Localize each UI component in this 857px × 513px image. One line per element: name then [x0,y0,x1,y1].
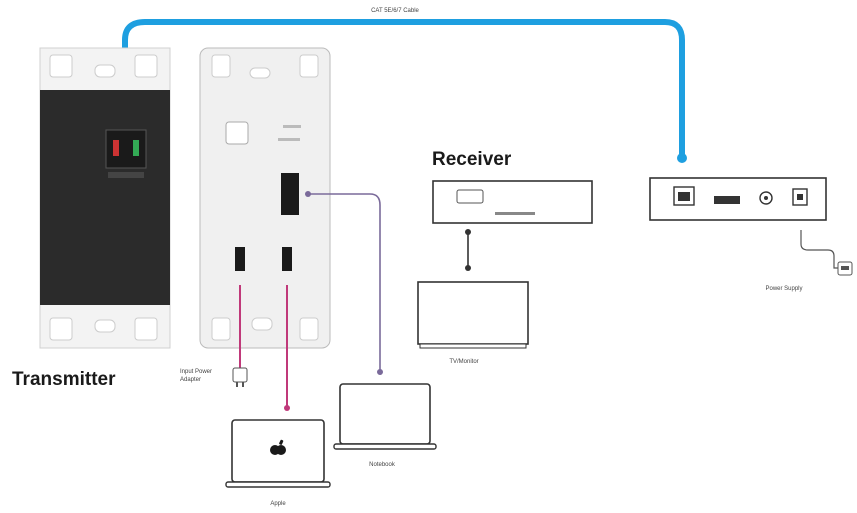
apple-label: Apple [270,501,286,507]
input-power-adapter-label-line1: Input Power [180,369,212,375]
tv-monitor [417,281,529,349]
cat-cable-end-dot [677,153,687,163]
transmitter-back-plate [39,47,171,349]
receiver-label: Receiver [432,149,512,170]
input-power-adapter-label-line2: Adapter [180,377,201,383]
power-supply-label: Power Supply [765,286,802,292]
transmitter-front-plate [199,47,331,349]
apple-logo-icon [270,439,286,455]
tv-monitor-label: TV/Monitor [449,359,478,365]
transmitter-label: Transmitter [12,369,116,390]
receiver-front [432,180,593,224]
hdmi-cable [308,193,381,372]
power-supply-cable [800,230,838,269]
rj45-port-icon [105,129,147,169]
usb-port-2-icon [282,247,292,271]
receiver-back [649,177,827,221]
usb-port-1-icon [235,247,245,271]
power-supply-icon [837,261,853,276]
notebook-laptop [333,383,437,450]
cat-cable-label: CAT 5E/6/7 Cable [371,8,419,14]
hdmi-port-icon [281,173,299,215]
apple-laptop [225,419,331,488]
front-button-icon [225,121,249,145]
receiver-hdmi-port-icon [456,189,484,204]
power-adapter-icon [232,367,248,387]
notebook-label: Notebook [369,462,396,468]
cat-cable [122,19,685,158]
